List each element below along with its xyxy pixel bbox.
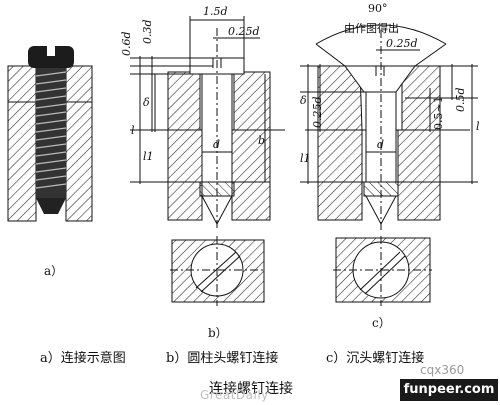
- b-dim-l1: l1: [143, 150, 154, 163]
- sub-label-a: a）: [44, 264, 64, 278]
- c-dim-clearance-b: 0.5d: [454, 87, 467, 112]
- caption-b: b）圆柱头螺钉连接: [166, 351, 279, 366]
- c-dim-angle: 90°: [368, 2, 388, 15]
- c-dim-delta: δ: [300, 94, 307, 107]
- b-dim-delta: δ: [143, 96, 150, 109]
- funpeer-watermark: funpeer.com: [400, 379, 498, 401]
- greatdaily-watermark: GreatDaily: [200, 388, 269, 402]
- c-dim-clearance-a: 0.5~1: [432, 96, 445, 130]
- panel-a-connection-sketch: [7, 44, 93, 222]
- panel-b-cylinder-head-screw: [130, 16, 285, 306]
- c-dim-note: 由作图得出: [344, 21, 399, 35]
- sub-label-b: b）: [208, 326, 228, 340]
- caption-a: a）连接示意图: [40, 351, 126, 366]
- c-dim-d: d: [377, 138, 384, 151]
- cqx360-watermark: cqx360: [420, 363, 465, 377]
- b-dim-head-width: 1.5d: [203, 5, 228, 18]
- c-dim-slot-width: 0.25d: [386, 37, 418, 50]
- b-dim-d: d: [213, 138, 220, 151]
- c-dim-l: l: [476, 120, 480, 133]
- b-dim-l: l: [131, 124, 135, 137]
- panel-c-countersunk-screw: [300, 24, 478, 306]
- b-dim-slot-depth: 0.3d: [141, 19, 154, 44]
- b-dim-head-height: 0.6d: [120, 31, 133, 56]
- figure-title: 连接螺钉连接: [209, 381, 293, 397]
- sub-label-c: c）: [372, 316, 391, 330]
- caption-c: c）沉头螺钉连接: [326, 351, 425, 366]
- c-dim-l1: l1: [300, 152, 311, 165]
- c-dim-slot-depth: 0.25d: [311, 96, 324, 128]
- b-dim-slot-width: 0.25d: [228, 25, 260, 38]
- b-dim-b: b: [258, 134, 265, 147]
